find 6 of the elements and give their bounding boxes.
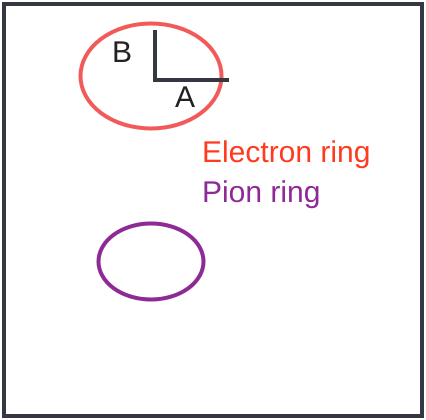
axis-label: B [112, 38, 132, 68]
axis-label: A [175, 83, 196, 113]
ring-ellipse [96, 221, 206, 302]
ring-ellipse [78, 21, 224, 131]
legend-text: Electron ring [202, 138, 370, 168]
legend-text: Pion ring [202, 178, 320, 208]
